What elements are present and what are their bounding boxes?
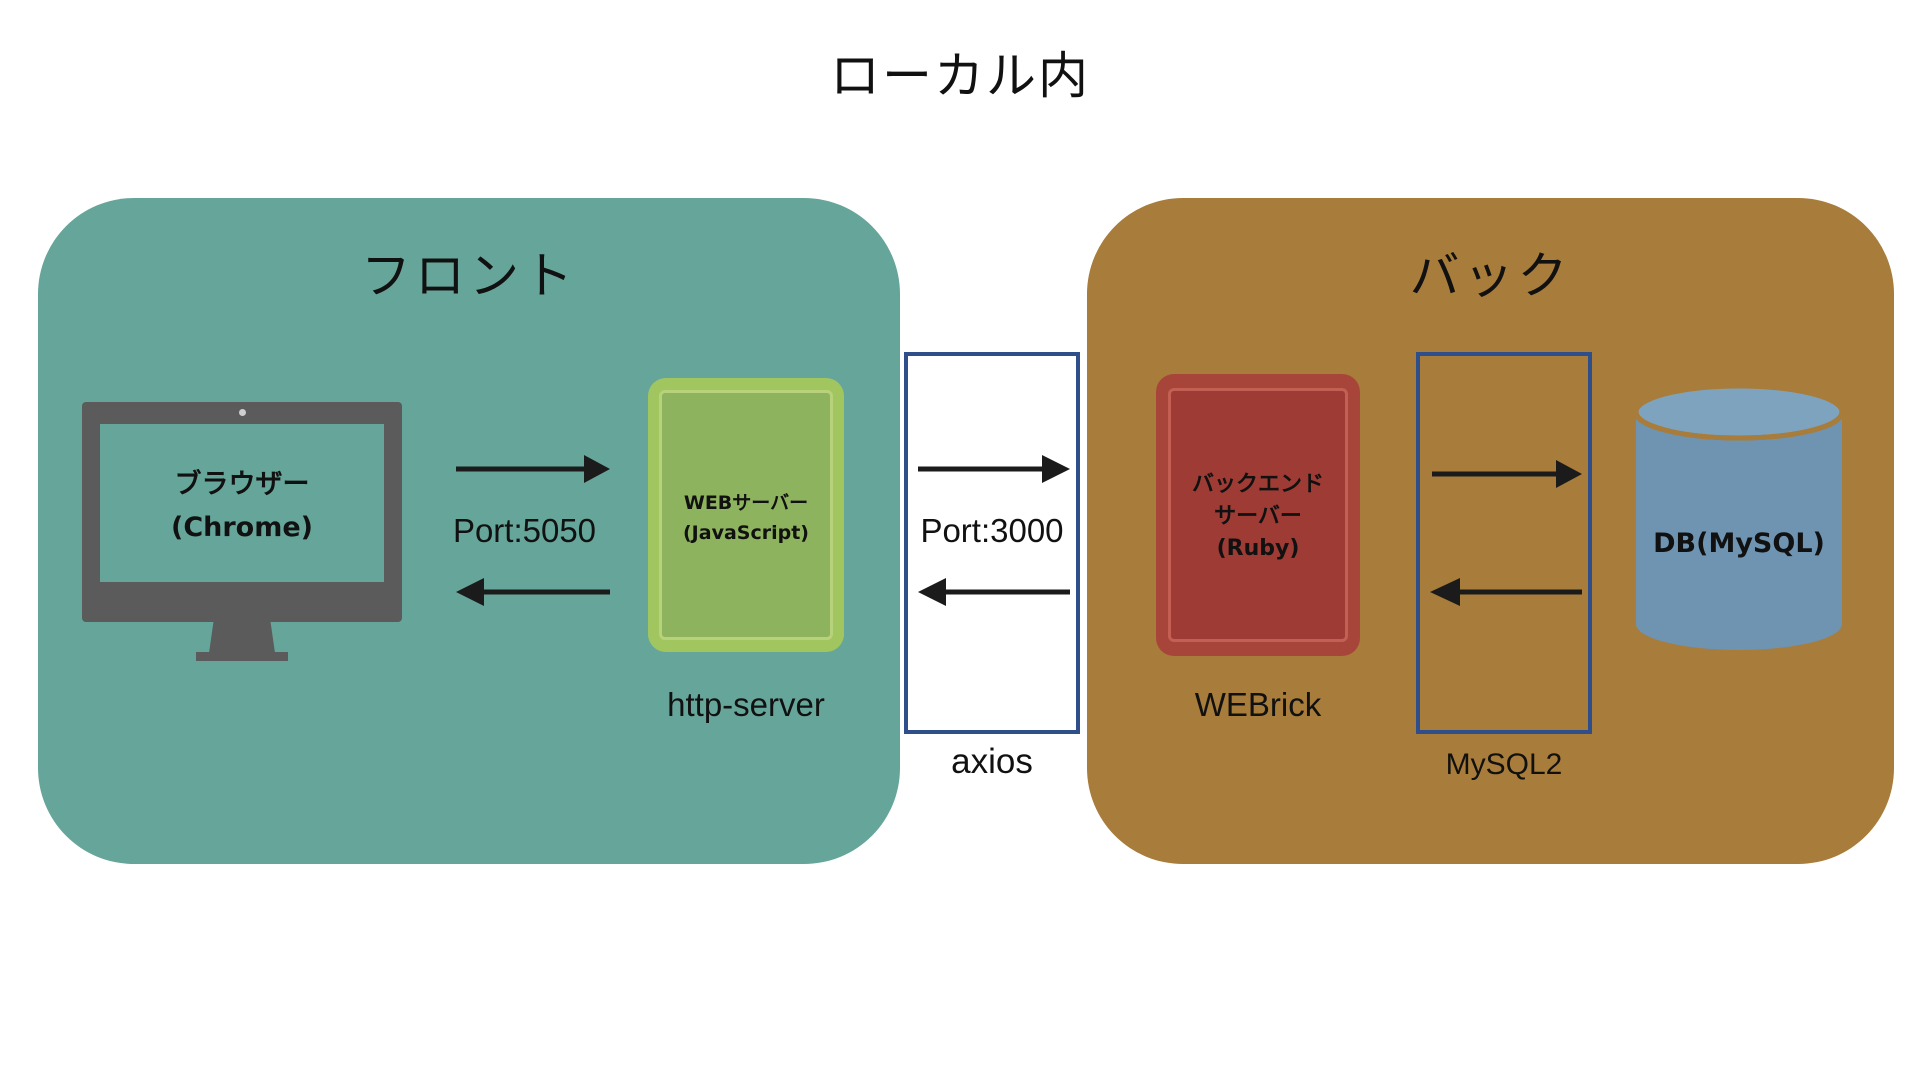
back-zone-title: バック [1409,247,1572,305]
backend-server-sublabel: (Ruby) [1216,536,1300,561]
backend-server-label-2: サーバー [1214,504,1302,529]
web-server-sublabel: (JavaScript) [683,522,809,544]
backend-server-card-inner [1168,388,1348,642]
front-port-label: Port:5050 [452,512,597,549]
axios-connection-box [904,352,1080,734]
axios-caption: axios [951,742,1033,781]
monitor-camera-dot [239,409,246,416]
backend-server-label: バックエンド [1191,472,1324,497]
front-zone-title: フロント [361,247,577,305]
browser-label: ブラウザー [174,469,310,500]
browser-sublabel: (Chrome) [170,512,314,543]
backend-server-caption: WEBrick [1194,686,1322,723]
mysql2-caption: MySQL2 [1445,748,1563,781]
web-server-caption: http-server [667,686,825,723]
web-server-card-inner [659,390,833,640]
web-server-label: WEBサーバー [683,492,809,514]
mysql2-connection-box [1416,352,1592,734]
monitor-screen [100,424,384,582]
backend-port-label: Port:3000 [920,512,1064,549]
database-label: DB(MySQL) [1653,528,1825,559]
page-title: ローカル内 [830,47,1090,105]
monitor-base [196,652,288,661]
